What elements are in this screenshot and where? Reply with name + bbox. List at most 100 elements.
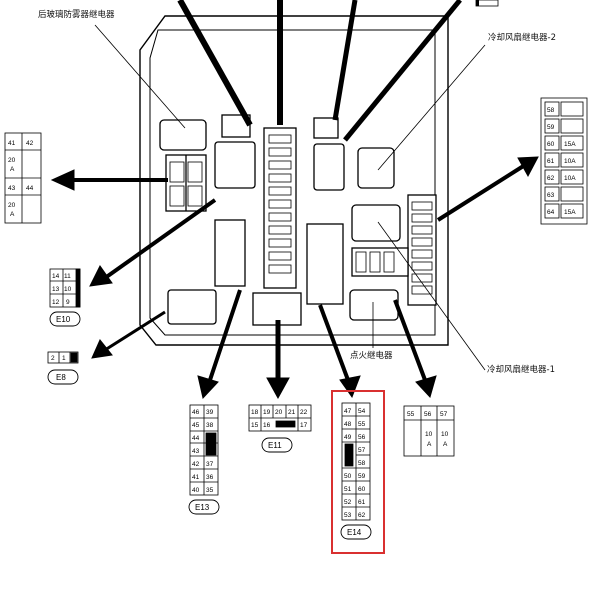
- svg-text:2: 2: [51, 355, 55, 362]
- svg-text:37: 37: [206, 461, 214, 468]
- rear-fog-relay: [159, 119, 207, 151]
- svg-text:43: 43: [192, 448, 200, 455]
- center-right-connector: [313, 143, 345, 191]
- svg-text:61: 61: [358, 499, 366, 506]
- svg-text:10: 10: [425, 431, 433, 438]
- svg-text:13: 13: [52, 286, 60, 293]
- svg-text:A: A: [443, 441, 448, 448]
- connector-label-e14: E14: [347, 528, 362, 537]
- svg-text:21: 21: [288, 409, 296, 416]
- right-small-fuse-block: [403, 405, 455, 457]
- svg-text:58: 58: [358, 460, 366, 467]
- label-fan-relay-2: 冷却风扇继电器-2: [488, 32, 556, 43]
- lower-left-connector: [214, 219, 246, 287]
- connector-e11: [248, 404, 312, 432]
- svg-text:9: 9: [66, 299, 70, 306]
- top-right-pin-block: [475, 0, 499, 7]
- svg-text:10A: 10A: [564, 158, 576, 165]
- svg-text:38: 38: [206, 422, 214, 429]
- connector-label-e13: E13: [195, 503, 210, 512]
- connector-e13: [189, 404, 219, 496]
- svg-text:42: 42: [192, 461, 200, 468]
- svg-text:42: 42: [26, 140, 34, 147]
- svg-text:40: 40: [192, 487, 200, 494]
- svg-text:56: 56: [424, 411, 432, 418]
- lower-center-connector: [306, 223, 344, 305]
- svg-text:39: 39: [206, 409, 214, 416]
- svg-text:20: 20: [8, 202, 16, 209]
- small-connector-1: [221, 114, 251, 138]
- svg-text:36: 36: [206, 474, 214, 481]
- svg-text:A: A: [10, 211, 15, 218]
- callout-lines: [94, 24, 486, 371]
- connector-left-a: [4, 132, 42, 224]
- svg-text:17: 17: [300, 422, 308, 429]
- label-rear-fog-relay: 后玻璃防雾器继电器: [38, 9, 115, 20]
- svg-text:48: 48: [344, 421, 352, 428]
- svg-text:10: 10: [441, 431, 449, 438]
- svg-text:A: A: [10, 166, 15, 173]
- svg-text:35: 35: [206, 487, 214, 494]
- svg-text:20: 20: [275, 409, 283, 416]
- svg-text:57: 57: [440, 411, 448, 418]
- svg-text:43: 43: [8, 185, 16, 192]
- svg-text:47: 47: [344, 408, 352, 415]
- bottom-relay: [167, 289, 217, 325]
- svg-text:51: 51: [344, 486, 352, 493]
- svg-text:15: 15: [251, 422, 259, 429]
- svg-text:15A: 15A: [564, 141, 576, 148]
- svg-text:63: 63: [547, 192, 555, 199]
- svg-text:19: 19: [263, 409, 271, 416]
- arrows: [50, 0, 539, 400]
- svg-text:64: 64: [547, 209, 555, 216]
- svg-text:1: 1: [62, 355, 66, 362]
- svg-text:53: 53: [344, 512, 352, 519]
- small-connector-2: [313, 117, 339, 139]
- svg-text:62: 62: [547, 175, 555, 182]
- connector-e14: [341, 402, 371, 521]
- connector-label-e8: E8: [56, 373, 66, 382]
- svg-text:57: 57: [358, 447, 366, 454]
- svg-text:11: 11: [64, 273, 71, 280]
- svg-text:44: 44: [192, 435, 200, 442]
- svg-text:56: 56: [358, 434, 366, 441]
- connector-label-e11: E11: [268, 441, 282, 450]
- svg-text:60: 60: [358, 486, 366, 493]
- svg-text:41: 41: [192, 474, 200, 481]
- svg-text:16: 16: [263, 422, 271, 429]
- svg-text:55: 55: [358, 421, 366, 428]
- svg-text:14: 14: [52, 273, 60, 280]
- svg-text:61: 61: [547, 158, 555, 165]
- right-fuse-table: [540, 97, 588, 225]
- svg-text:41: 41: [8, 140, 16, 147]
- fuse-slot-details: [169, 134, 433, 295]
- connector-e10: [49, 268, 81, 308]
- connector-e8: [47, 351, 79, 364]
- svg-text:62: 62: [358, 512, 366, 519]
- svg-text:18: 18: [251, 409, 259, 416]
- svg-text:10: 10: [64, 286, 72, 293]
- svg-text:52: 52: [344, 499, 352, 506]
- e14-highlight-box: [331, 390, 385, 554]
- svg-text:10A: 10A: [564, 175, 576, 182]
- svg-text:55: 55: [407, 411, 415, 418]
- svg-text:49: 49: [344, 434, 352, 441]
- middle-relay: [351, 204, 401, 242]
- svg-text:60: 60: [547, 141, 555, 148]
- svg-text:59: 59: [358, 473, 366, 480]
- svg-text:44: 44: [26, 185, 34, 192]
- label-fan-relay-1: 冷却风扇继电器-1: [487, 364, 555, 375]
- label-ignition-relay: 点火继电器: [350, 350, 393, 361]
- svg-text:50: 50: [344, 473, 352, 480]
- svg-text:22: 22: [300, 409, 308, 416]
- bottom-connector: [252, 292, 302, 326]
- svg-text:58: 58: [547, 107, 555, 114]
- connector-label-e10: E10: [56, 315, 71, 324]
- fuse-box-components: [159, 114, 437, 326]
- ignition-relay-block: [349, 289, 399, 321]
- svg-text:45: 45: [192, 422, 200, 429]
- svg-text:15A: 15A: [564, 209, 576, 216]
- fan-relay-2-block: [357, 147, 395, 189]
